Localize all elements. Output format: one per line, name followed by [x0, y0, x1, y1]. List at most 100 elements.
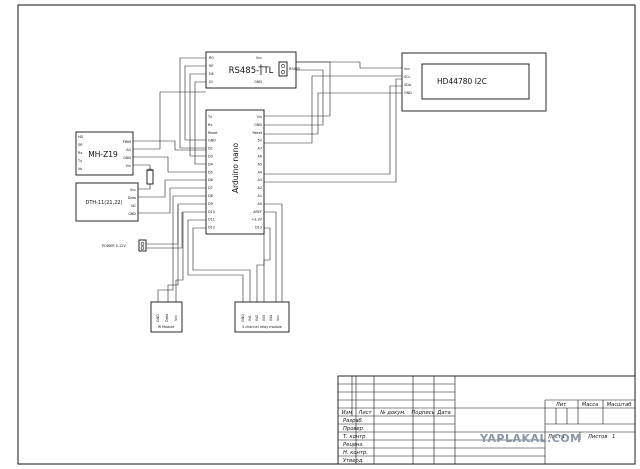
rs485-right-pin-1: B: [260, 64, 263, 68]
rs485-left-pin-1: RE: [209, 64, 214, 68]
rs485-left-pin-0: RO: [209, 56, 214, 60]
tb-head-2: № докум.: [379, 410, 406, 416]
relay-pin-3: IN3: [262, 315, 266, 321]
power-label: POWER 5-12V: [102, 244, 126, 248]
arduino-left-pin-14: D12: [208, 226, 215, 230]
arduino-right-pin-6: A5: [258, 162, 262, 166]
arduino-left-pin-2: Reset: [208, 131, 218, 135]
dth-right-pin-1: Data: [128, 196, 136, 200]
arduino-left-pin-11: D9: [208, 202, 213, 206]
arduino-title: Arduino nano: [231, 143, 240, 194]
rs485-left-pin-3: DI: [209, 80, 213, 84]
mhz19-left-pin-4: Vo: [78, 167, 82, 171]
ir-title: IR Module: [158, 325, 175, 329]
mhz19-left-pin-2: Rx: [78, 151, 82, 155]
arduino-left-pin-9: D7: [208, 186, 213, 190]
rs485-terminal: [278, 61, 288, 77]
dth-right-pin-3: GND: [128, 212, 136, 216]
mhz19-right-pin-2: GND: [123, 156, 131, 160]
tb-right-head-1: Масса: [582, 402, 599, 408]
dth-right-pin-0: Vcc: [130, 188, 136, 192]
resistor-label: 10k: [147, 168, 153, 172]
arduino-left-pin-1: Rx: [208, 123, 212, 127]
dth-title: DTH-11(21,22): [85, 200, 122, 206]
mhz19-title: MH-Z19: [88, 150, 118, 159]
arduino-nano: Arduino nano TxRxResetGNDD2D3D4D5D6D7D8D…: [205, 109, 265, 235]
tb-row-5: Утверд.: [343, 458, 364, 464]
mhz19-left-pin-3: Tx: [77, 159, 82, 163]
arduino-left-pin-4: D2: [208, 147, 213, 151]
arduino-left-pin-5: D3: [208, 155, 213, 159]
ir-pin-0: GND: [156, 314, 160, 322]
tb-row-4: Н. контр.: [343, 450, 368, 456]
mhz19-left-pin-1: SR: [78, 143, 83, 147]
arduino-left-pin-6: D4: [208, 162, 213, 166]
mhz19-right-pin-3: Vin: [126, 164, 131, 168]
arduino-left-pin-10: D8: [208, 194, 213, 198]
ir-pin-2: Vcc: [174, 315, 178, 321]
wires: [133, 57, 405, 302]
arduino-right-pin-13: +3.3V: [251, 218, 262, 222]
arduino-left-pin-7: D5: [208, 170, 213, 174]
relay-pin-2: IN2: [255, 315, 259, 321]
pullup-resistor: [146, 169, 154, 185]
sheets-label: Листов: [587, 434, 607, 440]
arduino-right-pin-1: GND: [254, 123, 262, 127]
ir-module: GND Data Vcc IR Module: [150, 301, 183, 333]
tb-row-0: Разраб.: [343, 418, 363, 424]
arduino-right-pin-9: A2: [258, 186, 262, 190]
drawing-frame: [17, 4, 636, 465]
arduino-right-pin-14: D13: [255, 226, 262, 230]
tb-row-1: Провер.: [343, 426, 365, 432]
arduino-left-pin-12: D10: [208, 210, 215, 214]
arduino-right-pin-3: 5V: [258, 139, 263, 143]
relay-title: 4 channel relay module: [242, 325, 282, 329]
arduino-right-pin-7: A4: [258, 170, 262, 174]
arduino-left-pin-3: GND: [208, 139, 216, 143]
arduino-right-pin-0: Vin: [257, 115, 262, 119]
relay-pin-5: Vcc: [276, 315, 280, 321]
ir-pin-1: Data: [165, 314, 169, 322]
tb-row-3: Реценз.: [343, 442, 364, 448]
tb-head-1: Лист: [357, 410, 372, 416]
tb-head-0: Изм: [342, 410, 353, 416]
tb-head-4: Дата: [436, 410, 450, 416]
arduino-left-pin-13: D11: [208, 218, 215, 222]
mhz19-right-pin-1: AO: [126, 148, 131, 152]
lcd-pin-1: SCL: [404, 75, 411, 79]
arduino-right-pin-10: A1: [258, 194, 262, 198]
sheets-value: 1: [612, 434, 615, 440]
arduino-left-pin-0: Tx: [207, 115, 212, 119]
sheet-value: 1: [562, 434, 565, 440]
relay-pin-0: GND: [241, 314, 245, 322]
arduino-right-pin-11: A0: [258, 202, 262, 206]
arduino-right-pin-12: AREF: [253, 210, 262, 214]
sheet-label: Лист: [547, 434, 562, 440]
lcd-title: HD44780 I2C: [437, 77, 487, 86]
tb-row-2: Т. контр.: [343, 434, 367, 440]
relay-pin-1: IN1: [248, 315, 252, 321]
rs485-right-pin-2: A: [260, 72, 263, 76]
arduino-right-pin-5: A6: [258, 155, 262, 159]
mhz19-left-pin-0: HD: [78, 135, 84, 139]
dth-right-pin-2: NC: [131, 204, 137, 208]
rs485-left-pin-2: DE: [209, 72, 214, 76]
rs485-title: RS485-TTL: [229, 66, 274, 76]
rs485-right-pin-3: GND: [254, 80, 262, 84]
lcd-pin-3: GND: [404, 91, 412, 95]
power-connector: POWER 5-12V: [102, 239, 147, 252]
arduino-right-pin-2: Reset: [253, 131, 263, 135]
arduino-right-pin-4: A7: [258, 147, 262, 151]
tb-right-head-0: Лит: [555, 402, 567, 408]
rs485-terminal-label: RS485: [289, 67, 300, 71]
tb-right-head-2: Масштаб: [607, 402, 632, 408]
arduino-right-pin-8: A3: [258, 178, 262, 182]
arduino-left-pin-8: D6: [208, 178, 213, 182]
